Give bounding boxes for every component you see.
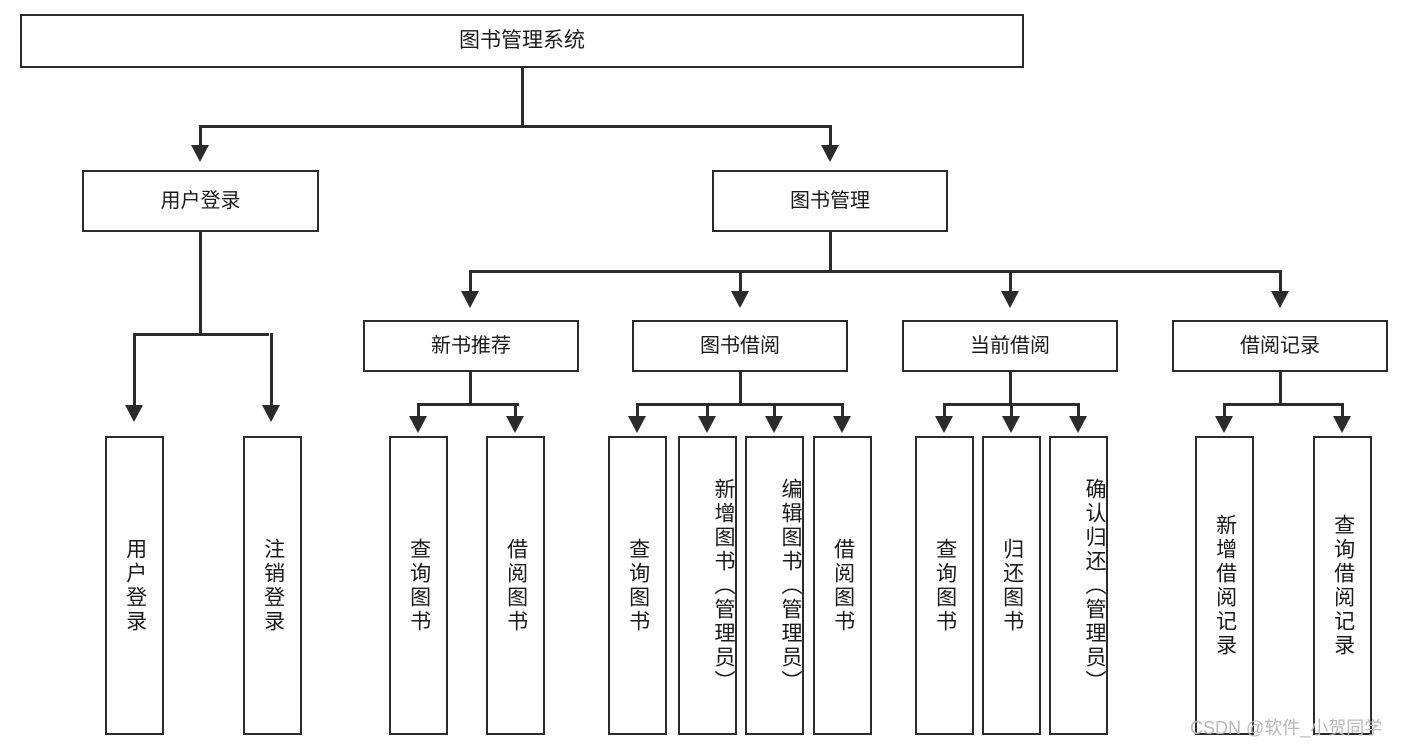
connector-bb-leg-2 xyxy=(706,403,709,416)
connector-br-leg-2 xyxy=(1341,403,1344,416)
node-label: 图书借阅 xyxy=(700,334,780,357)
node-label: 新增借阅记录 xyxy=(1213,513,1237,658)
connector-nbr-bus xyxy=(417,403,519,406)
connector-nbr-stem xyxy=(469,372,472,405)
node-label: 查询图书 xyxy=(933,537,957,634)
node-current-borrow[interactable]: 当前借阅 xyxy=(902,320,1118,372)
node-label: 查询借阅记录 xyxy=(1331,513,1355,658)
arrow-to-leaf-confirm-return xyxy=(1069,416,1087,433)
node-label: 图书管理 xyxy=(790,189,870,212)
leaf-query-book-current[interactable]: 查询图书 xyxy=(915,436,974,735)
node-label: 新书推荐 xyxy=(431,334,511,357)
connector-bm-leg-1 xyxy=(469,270,472,291)
connector-cb-leg-1 xyxy=(943,403,946,416)
arrow-to-leaf-borrow-book-1 xyxy=(506,416,524,433)
node-label: 查询图书 xyxy=(407,537,431,634)
connector-nbr-leg-1 xyxy=(417,403,420,416)
arrow-to-leaf-add-book xyxy=(698,416,716,433)
leaf-add-borrow-record[interactable]: 新增借阅记录 xyxy=(1195,436,1254,735)
connector-br-stem xyxy=(1279,372,1282,405)
connector-root-bus xyxy=(199,125,831,128)
node-label: 图书管理系统 xyxy=(459,28,585,52)
node-label: 当前借阅 xyxy=(970,334,1050,357)
node-new-book-recommend[interactable]: 新书推荐 xyxy=(363,320,579,372)
node-label: 归还图书 xyxy=(1000,537,1024,634)
arrow-to-book-management xyxy=(821,145,839,162)
node-label: 注销登录 xyxy=(261,537,285,634)
node-label: 确认归还（管理员） xyxy=(1083,477,1106,694)
arrow-to-borrow-record xyxy=(1271,291,1289,308)
connector-br-leg-1 xyxy=(1223,403,1226,416)
arrow-to-leaf-query-book-3 xyxy=(935,416,953,433)
leaf-query-book-borrow[interactable]: 查询图书 xyxy=(608,436,667,735)
connector-bb-stem xyxy=(739,372,742,405)
arrow-to-leaf-query-borrow-record xyxy=(1333,416,1351,433)
connector-bb-leg-1 xyxy=(636,403,639,416)
connector-bb-leg-3 xyxy=(773,403,776,416)
leaf-borrow-book-recommend[interactable]: 借阅图书 xyxy=(486,436,545,735)
leaf-query-book-recommend[interactable]: 查询图书 xyxy=(389,436,448,735)
connector-user-login-stem xyxy=(199,232,202,335)
arrow-to-current-borrow xyxy=(1001,291,1019,308)
node-book-borrow[interactable]: 图书借阅 xyxy=(632,320,848,372)
node-label: 新增图书（管理员） xyxy=(712,477,735,694)
connector-user-login-leg-2 xyxy=(270,333,273,405)
connector-cb-leg-3 xyxy=(1077,403,1080,416)
node-label: 借阅图书 xyxy=(504,537,528,634)
node-label: 借阅图书 xyxy=(831,537,855,634)
connector-bb-leg-4 xyxy=(841,403,844,416)
connector-cb-leg-2 xyxy=(1010,403,1013,416)
connector-bm-leg-2 xyxy=(739,270,742,291)
arrow-to-leaf-logout-login xyxy=(262,405,280,422)
arrow-to-leaf-query-book-1 xyxy=(409,416,427,433)
leaf-logout-login[interactable]: 注销登录 xyxy=(243,436,302,735)
connector-user-login-leg-1 xyxy=(133,333,136,405)
connector-bb-bus xyxy=(636,403,843,406)
node-borrow-record[interactable]: 借阅记录 xyxy=(1172,320,1388,372)
arrow-to-leaf-add-borrow-record xyxy=(1215,416,1233,433)
node-user-login[interactable]: 用户登录 xyxy=(82,170,319,232)
node-root-library-management-system[interactable]: 图书管理系统 xyxy=(20,14,1024,68)
node-book-management[interactable]: 图书管理 xyxy=(712,170,948,232)
node-label: 借阅记录 xyxy=(1240,334,1320,357)
node-label: 查询图书 xyxy=(626,537,650,634)
connector-root-leg-left xyxy=(199,125,202,145)
arrow-to-leaf-borrow-book-2 xyxy=(833,416,851,433)
arrow-to-leaf-edit-book xyxy=(765,416,783,433)
connector-root-stem xyxy=(521,68,524,126)
leaf-return-book[interactable]: 归还图书 xyxy=(982,436,1041,735)
leaf-user-login[interactable]: 用户登录 xyxy=(105,436,164,735)
arrow-to-leaf-query-book-2 xyxy=(628,416,646,433)
arrow-to-leaf-user-login xyxy=(125,405,143,422)
leaf-edit-book-admin[interactable]: 编辑图书（管理员） xyxy=(745,436,804,735)
leaf-borrow-book[interactable]: 借阅图书 xyxy=(813,436,872,735)
connector-user-login-bus xyxy=(133,333,269,336)
connector-br-bus xyxy=(1223,403,1343,406)
leaf-add-book-admin[interactable]: 新增图书（管理员） xyxy=(678,436,737,735)
node-label: 编辑图书（管理员） xyxy=(779,477,802,694)
connector-root-leg-right xyxy=(829,125,832,145)
connector-book-management-bus xyxy=(469,270,1281,273)
arrow-to-book-borrow xyxy=(731,291,749,308)
leaf-confirm-return-admin[interactable]: 确认归还（管理员） xyxy=(1049,436,1108,735)
node-label: 用户登录 xyxy=(160,189,241,212)
node-label: 用户登录 xyxy=(123,537,147,634)
connector-bm-leg-3 xyxy=(1009,270,1012,291)
connector-bm-leg-4 xyxy=(1279,270,1282,291)
connector-book-management-stem xyxy=(829,232,832,272)
arrow-to-new-book-recommend xyxy=(461,291,479,308)
arrow-to-user-login xyxy=(191,145,209,162)
connector-cb-stem xyxy=(1009,372,1012,405)
connector-nbr-leg-2 xyxy=(514,403,517,416)
leaf-query-borrow-record[interactable]: 查询借阅记录 xyxy=(1313,436,1372,735)
arrow-to-leaf-return-book xyxy=(1002,416,1020,433)
